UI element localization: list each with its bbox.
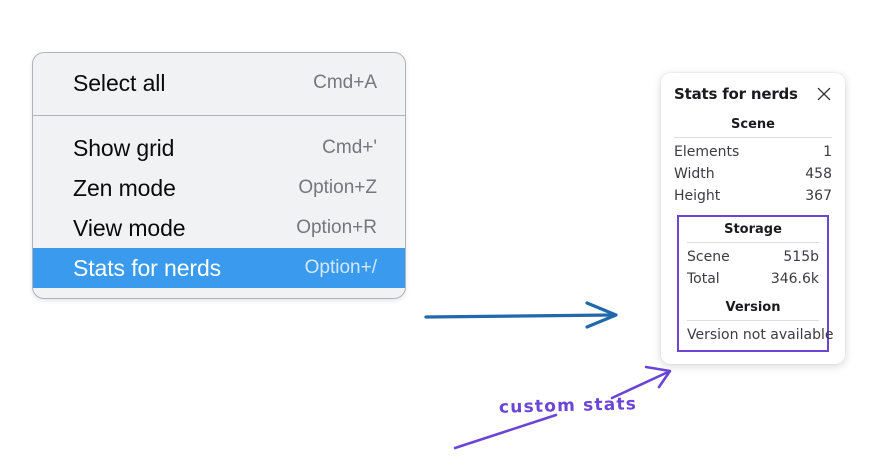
stats-row-key: Total	[687, 271, 720, 287]
menu-item-show-grid[interactable]: Show grid Cmd+'	[33, 128, 405, 168]
menu-item-shortcut: Option+R	[296, 217, 377, 238]
menu-item-label: Select all	[73, 69, 166, 96]
custom-stats-highlight-box: Storage Scene 515b Total 346.6k Version …	[677, 215, 834, 352]
menu-item-label: View mode	[73, 214, 186, 241]
stats-group-heading-scene: Scene	[731, 117, 775, 132]
stats-row-key: Scene	[687, 249, 730, 265]
menu-item-stats-for-nerds[interactable]: Stats for nerds Option+/	[33, 248, 405, 288]
stats-row-storage-scene: Scene 515b	[687, 246, 819, 268]
menu-divider	[33, 115, 405, 116]
stats-version-note: Version not available	[687, 327, 834, 343]
stats-row-key: Width	[674, 166, 715, 182]
stats-row-value: 367	[805, 188, 832, 204]
purple-arrow-annotation	[610, 365, 672, 400]
stats-rule	[674, 137, 832, 138]
stats-row-key: Height	[674, 188, 721, 204]
menu-section-secondary: Show grid Cmd+' Zen mode Option+Z View m…	[33, 116, 405, 288]
blue-arrow-annotation	[424, 301, 618, 329]
stats-row-height: Height 367	[674, 185, 832, 207]
stats-row-value: 346.6k	[770, 271, 819, 287]
stats-panel-header: Stats for nerds	[661, 85, 845, 103]
close-icon[interactable]	[815, 85, 833, 103]
menu-item-shortcut: Cmd+'	[322, 137, 377, 158]
menu-section-primary: Select all Cmd+A	[33, 53, 405, 115]
menu-item-shortcut: Option+/	[304, 257, 377, 278]
stats-rule	[687, 320, 819, 321]
stats-row-width: Width 458	[674, 163, 832, 185]
menu-item-select-all[interactable]: Select all Cmd+A	[33, 63, 405, 103]
stats-panel-title: Stats for nerds	[674, 85, 798, 103]
menu-item-label: Zen mode	[73, 174, 176, 201]
menu-item-view-mode[interactable]: View mode Option+R	[33, 208, 405, 248]
stats-for-nerds-panel: Stats for nerds Scene Elements 1 Width 4…	[661, 73, 845, 364]
stats-panel-body: Scene Elements 1 Width 458 Height 367 St…	[661, 115, 845, 352]
stats-row-value: 458	[805, 166, 832, 182]
menu-item-shortcut: Option+Z	[298, 177, 377, 198]
menu-item-shortcut: Cmd+A	[313, 72, 377, 93]
menu-item-label: Stats for nerds	[73, 254, 222, 281]
stats-row-key: Elements	[674, 144, 740, 160]
menu-item-label: Show grid	[73, 134, 175, 161]
stats-row-elements: Elements 1	[674, 141, 832, 163]
menu-item-zen-mode[interactable]: Zen mode Option+Z	[33, 168, 405, 208]
stats-rule	[687, 242, 819, 243]
stats-row-value: 515b	[783, 249, 819, 265]
stats-group-heading-version: Version	[725, 300, 781, 315]
custom-stats-annotation-label: custom stats	[498, 394, 638, 418]
purple-underline-stroke	[453, 413, 558, 450]
context-menu[interactable]: Select all Cmd+A Show grid Cmd+' Zen mod…	[32, 52, 406, 299]
stats-group-heading-storage: Storage	[724, 222, 782, 237]
stats-row-value: 1	[823, 144, 832, 160]
stats-row-storage-total: Total 346.6k	[687, 268, 819, 290]
